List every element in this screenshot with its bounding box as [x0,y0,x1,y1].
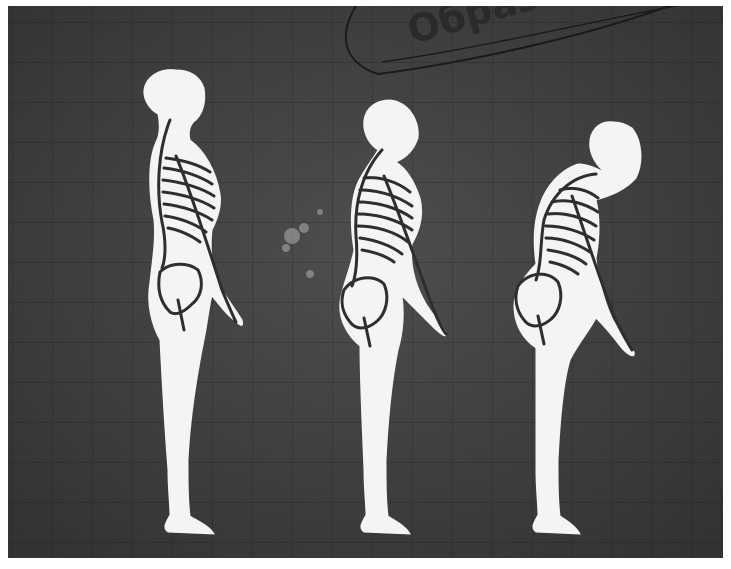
posture-illustration: Образ [0,0,731,569]
